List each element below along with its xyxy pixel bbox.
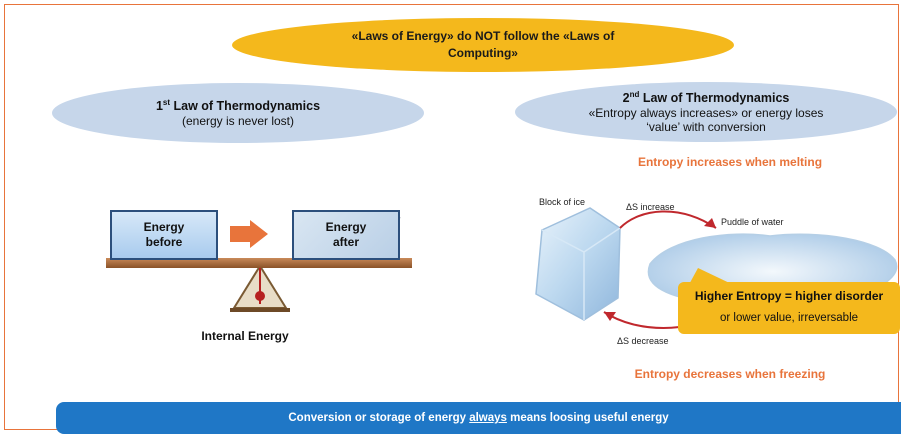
first-law-subtitle: (energy is never lost) — [181, 113, 295, 128]
balance-board — [106, 258, 412, 268]
energy-after-line-1: Energy — [325, 220, 367, 234]
title-line-1: «Laws of Energy» do NOT follow the «Laws… — [351, 29, 615, 43]
balance-base — [230, 308, 290, 312]
entropy-callout: Higher Entropy = higher disorder or lowe… — [678, 282, 900, 334]
increase-arrowhead-icon — [704, 218, 716, 228]
callout-heading: Higher Entropy = higher disorder — [694, 289, 884, 303]
banner-text-before: Conversion or storage of energy — [288, 412, 467, 424]
second-law-line-1: «Entropy always increases» or energy los… — [588, 105, 824, 120]
first-law-title: 1st Law of Thermodynamics — [155, 98, 321, 114]
banner-emphasis: always — [469, 412, 507, 424]
energy-after-line-2: after — [332, 235, 359, 249]
second-law-title: 2nd Law of Thermodynamics — [622, 90, 790, 106]
energy-before-line-1: Energy — [143, 220, 185, 234]
first-law-ellipse: 1st Law of Thermodynamics (energy is nev… — [52, 83, 424, 143]
increase-label: ΔS increase — [626, 202, 675, 212]
right-arrow-icon — [230, 220, 268, 248]
increase-arc — [619, 210, 717, 229]
energy-after-block: Energy after — [292, 210, 400, 260]
title-line-2: Computing» — [447, 46, 518, 60]
water-label: Puddle of water — [721, 217, 784, 227]
decrease-label: ΔS decrease — [617, 336, 669, 346]
title-ellipse: «Laws of Energy» do NOT follow the «Laws… — [232, 18, 734, 72]
second-law-ellipse: 2nd Law of Thermodynamics «Entropy alway… — [515, 82, 897, 142]
energy-before-line-2: before — [145, 235, 183, 249]
decrease-arrowhead-icon — [604, 312, 616, 321]
melting-caption: Entropy increases when melting — [637, 155, 823, 169]
energy-before-block: Energy before — [110, 210, 218, 260]
callout-subtext: or lower value, irreversable — [719, 312, 859, 324]
ice-block-edges — [541, 227, 621, 320]
banner-text-after: means loosing useful energy — [510, 412, 669, 424]
ice-label: Block of ice — [539, 197, 586, 207]
freezing-caption: Entropy decreases when freezing — [634, 367, 826, 381]
second-law-line-2: ‘value’ with conversion — [646, 119, 766, 134]
balance-pivot — [255, 291, 265, 301]
ice-block — [535, 207, 621, 321]
conclusion-banner: Conversion or storage of energy always m… — [56, 402, 901, 434]
internal-energy-caption: Internal Energy — [201, 329, 289, 343]
